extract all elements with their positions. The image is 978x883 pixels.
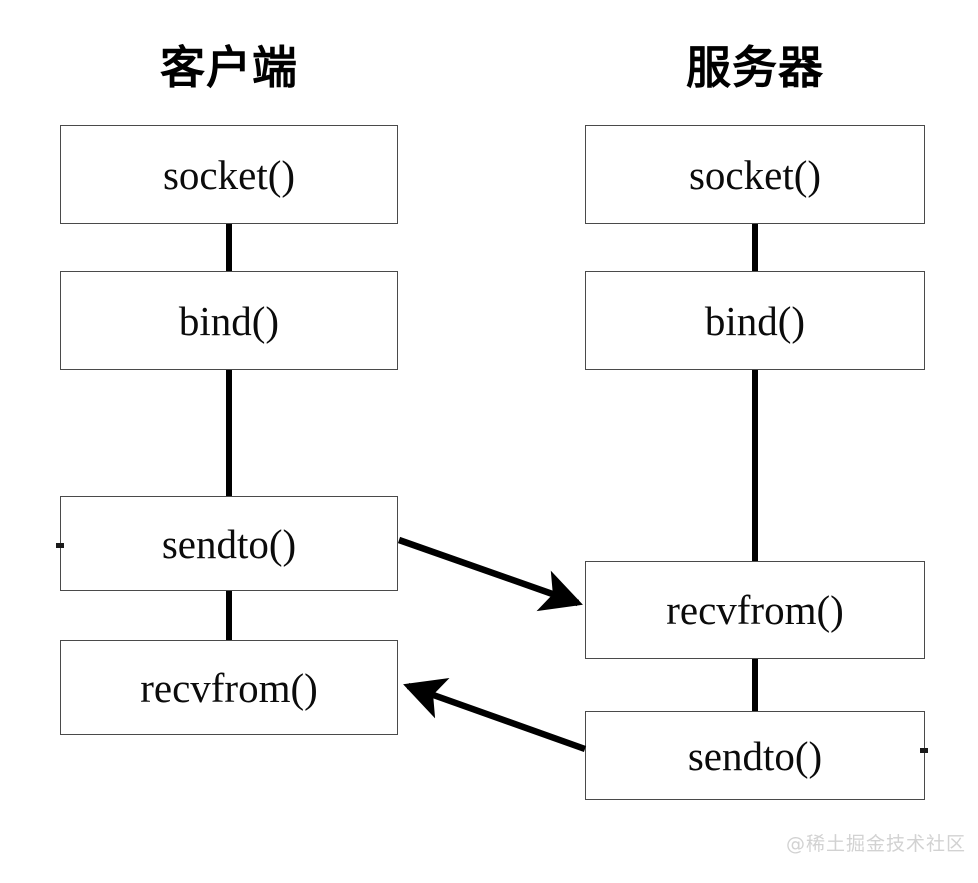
server-step-bind[interactable]: bind() bbox=[585, 271, 925, 370]
client-connector-sendto-to-recvfrom bbox=[226, 589, 232, 643]
server-step-sendto[interactable]: sendto() bbox=[585, 711, 925, 800]
client-step-socket[interactable]: socket() bbox=[60, 125, 398, 224]
server-column-title: 服务器 bbox=[685, 41, 824, 94]
client-connector-bind-to-sendto bbox=[226, 368, 232, 499]
client-column-title: 客户端 bbox=[159, 41, 298, 94]
server-connector-bind-to-recvfrom bbox=[752, 368, 758, 564]
server-connector-recvfrom-to-sendto bbox=[752, 657, 758, 714]
server-step-recvfrom[interactable]: recvfrom() bbox=[585, 561, 925, 659]
client-step-recvfrom-label: recvfrom() bbox=[140, 664, 318, 711]
server-connector-socket-to-bind bbox=[752, 222, 758, 274]
client-step-socket-label: socket() bbox=[162, 151, 296, 198]
server-step-sendto-label: sendto() bbox=[687, 732, 823, 779]
client-step-sendto-label: sendto() bbox=[161, 520, 297, 567]
client-step-sendto[interactable]: sendto() bbox=[60, 496, 398, 591]
client-sendto-left-edge-stub bbox=[56, 543, 64, 548]
server-step-socket[interactable]: socket() bbox=[585, 125, 925, 224]
client-connector-socket-to-bind bbox=[226, 222, 232, 274]
server-step-socket-label: socket() bbox=[688, 151, 822, 198]
arrow-client-sendto-to-server-recvfrom bbox=[397, 536, 583, 612]
server-step-bind-label: bind() bbox=[704, 297, 806, 344]
arrow-server-sendto-to-client-recvfrom bbox=[403, 677, 587, 753]
client-step-recvfrom[interactable]: recvfrom() bbox=[60, 640, 398, 735]
watermark-text: @稀土掘金技术社区 bbox=[785, 833, 966, 855]
client-step-bind-label: bind() bbox=[178, 297, 280, 344]
server-step-recvfrom-label: recvfrom() bbox=[666, 587, 844, 633]
client-step-bind[interactable]: bind() bbox=[60, 271, 398, 370]
server-sendto-right-edge-stub bbox=[920, 748, 928, 753]
